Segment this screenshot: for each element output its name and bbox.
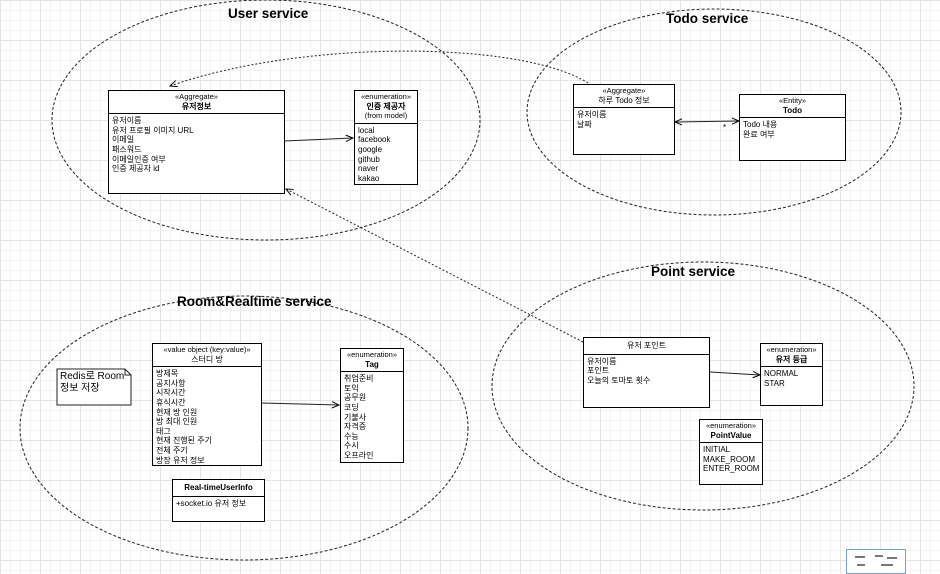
point-value-enum[interactable]: «enumeration» PointValue INITIAL MAKE_RO… (699, 419, 763, 485)
redis-note-text: Redis로 Room 정보 저장 (60, 371, 125, 394)
class-name: PointValue (710, 430, 752, 440)
room-service-title: Room&Realtime service (177, 294, 332, 309)
todo-service-boundary (526, 8, 902, 216)
point-to-grade-link (709, 372, 760, 375)
class-field: 휴식시간 (156, 397, 186, 407)
enum-value: MAKE_ROOM (703, 454, 756, 464)
class-field: 포인트 (587, 366, 610, 376)
enum-value: local (358, 125, 375, 135)
user-profile-class[interactable]: «Aggregate» 유저정보 유저이름 유저 프로필 이미지 URL 이메일… (108, 90, 285, 194)
class-field: 이메일인증 여부 (112, 154, 166, 164)
class-field: 방제목 (156, 369, 179, 379)
class-field: 유저이름 (112, 116, 142, 126)
class-field: 이메일 (112, 135, 135, 145)
todo-to-user-dependency (170, 50, 589, 86)
todo-service-title: Todo service (666, 11, 749, 26)
class-field: Todo 내용 (743, 120, 778, 130)
enum-value: NORMAL (764, 369, 799, 379)
class-field: 인증 제공자 id (112, 164, 160, 174)
enum-value: kakao (358, 173, 380, 183)
class-field: 현재 진행된 주기 (156, 436, 212, 446)
enum-value: facebook (358, 135, 391, 145)
enum-value: 수능 (344, 431, 359, 441)
daily-todo-to-todo-link (675, 121, 739, 122)
enum-value: 코딩 (344, 402, 359, 412)
enum-value: naver (358, 164, 379, 174)
enum-value: 오프라인 (344, 450, 374, 460)
class-name: Tag (365, 359, 379, 369)
redis-note-shape (56, 368, 132, 406)
class-name: Real-timeUserInfo (184, 483, 253, 492)
point-to-user-dependency (286, 189, 584, 343)
class-name: Todo (783, 105, 802, 115)
enum-value: ENTER_ROOM (703, 464, 760, 474)
stereotype-label: «enumeration» (360, 92, 412, 101)
enum-value: google (358, 144, 383, 154)
stereotype-label: «enumeration» (346, 350, 398, 359)
enum-value: github (358, 154, 380, 164)
point-service-boundary (491, 261, 915, 511)
study-room-class[interactable]: «value object (key:value)» 스터디 방 방제목 공지사… (152, 343, 262, 466)
room-service-boundary (19, 295, 469, 561)
class-field: 방장 유저 정보 (156, 455, 205, 465)
class-name: 유저 등급 (775, 354, 808, 364)
todo-multiplicity: * (723, 123, 727, 132)
class-field: 태그 (156, 426, 171, 436)
stereotype-label: «value object (key:value)» (163, 345, 251, 354)
class-field: 전체 주기 (156, 445, 188, 455)
enum-value: 자격증 (344, 422, 367, 432)
class-name: 하루 Todo 정보 (598, 95, 650, 105)
stereotype-label: «Entity» (778, 96, 807, 105)
class-field: 완료 여부 (743, 129, 775, 139)
minimap-thumbnail[interactable] (846, 549, 906, 574)
class-field: 유저 프로필 이미지 URL (112, 125, 194, 135)
class-field: 패스워드 (112, 144, 142, 154)
class-field: 유저이름 (587, 356, 617, 366)
enum-value: 수시 (344, 441, 359, 451)
class-field: 시작시간 (156, 388, 186, 398)
user-grade-enum[interactable]: «enumeration» 유저 등급 NORMAL STAR (760, 343, 823, 406)
stereotype-label: «enumeration» (705, 421, 757, 430)
enum-value: 공무원 (344, 393, 367, 403)
stereotype-label: «Aggregate» (175, 92, 218, 101)
enum-value: 토익 (344, 383, 359, 393)
class-field: 방 최대 인원 (156, 417, 198, 427)
point-service-title: Point service (651, 264, 736, 279)
enum-value: STAR (764, 378, 785, 388)
class-field: 오늘의 토마토 횟수 (587, 375, 651, 385)
enum-value: 취업준비 (344, 374, 374, 384)
user-to-provider-link (283, 138, 353, 141)
daily-todo-class[interactable]: «Aggregate» 하루 Todo 정보 유저이름 날짜 (573, 84, 675, 155)
class-field: 공지사항 (156, 378, 186, 388)
auth-provider-enum[interactable]: «enumeration» 인증 제공자 (from model) local … (354, 90, 418, 185)
user-service-boundary (51, 0, 481, 241)
stereotype-label: «Aggregate» (602, 86, 646, 95)
class-name: 인증 제공자 (366, 101, 406, 111)
class-field: 날짜 (577, 119, 592, 129)
class-field: 현재 방 인원 (156, 407, 198, 417)
class-field: +socket.io 유저 정보 (176, 498, 247, 508)
stereotype-label: «enumeration» (766, 345, 817, 354)
todo-entity-class[interactable]: «Entity» Todo Todo 내용 완료 여부 (739, 94, 846, 161)
tag-enum[interactable]: «enumeration» Tag 취업준비 토익 공무원 코딩 기불사 자격증… (340, 348, 404, 463)
class-field: 유저이름 (577, 110, 607, 120)
class-name: 스터디 방 (191, 354, 223, 364)
class-name: 유저 포인트 (626, 341, 667, 350)
user-point-class[interactable]: 유저 포인트 유저이름 포인트 오늘의 토마토 횟수 (583, 337, 710, 408)
class-subtitle: (from model) (364, 111, 408, 121)
user-service-title: User service (228, 6, 309, 21)
enum-value: 기불사 (344, 412, 367, 422)
enum-value: INITIAL (703, 445, 731, 455)
realtime-user-info-class[interactable]: Real-timeUserInfo +socket.io 유저 정보 (172, 479, 265, 522)
room-to-tag-link (261, 403, 339, 405)
class-name: 유저정보 (181, 101, 212, 111)
